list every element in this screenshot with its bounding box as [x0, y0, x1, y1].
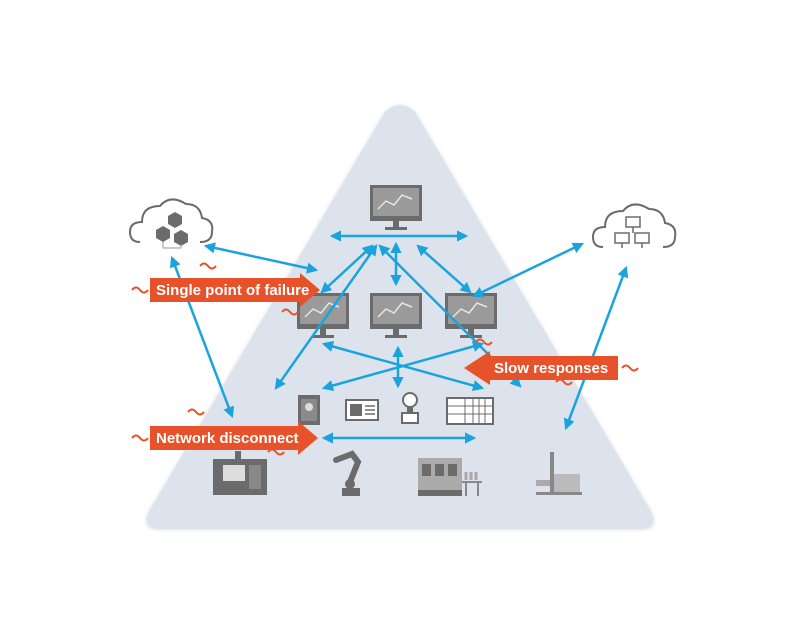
- callout-arrow-shape: [150, 273, 320, 307]
- drive-cabinet-icon: [298, 395, 320, 425]
- callout-single-point-of-failure: Single point of failure: [150, 273, 320, 307]
- disruption-squiggle-icon: [267, 448, 285, 456]
- disruption-squiggle-icon: [281, 308, 299, 316]
- connection-arrows: [169, 230, 629, 444]
- disruption-squiggle-icon: [199, 262, 217, 270]
- disruption-squiggle-icon: [555, 378, 573, 386]
- callout-slow-responses: Slow responses: [464, 351, 618, 385]
- robot-arm-icon: [333, 450, 362, 496]
- callout-label: Network disconnect: [156, 430, 299, 447]
- disruption-squiggle-icon: [187, 408, 205, 416]
- disruption-squiggle-icon: [475, 338, 493, 346]
- callout-label: Single point of failure: [156, 282, 309, 299]
- callout-network-disconnect: Network disconnect: [150, 421, 318, 455]
- disruption-squiggle-icon: [131, 434, 149, 442]
- connection-arrow: [274, 244, 378, 390]
- connection-arrow: [563, 265, 629, 431]
- panel-display-icon: [345, 399, 379, 421]
- plc-rack-icon: [446, 397, 494, 425]
- flow-meter-icon: [401, 392, 419, 424]
- packaging-line-icon: [418, 458, 482, 496]
- disruption-squiggle-icon: [131, 286, 149, 294]
- press-machine-icon: [536, 452, 582, 495]
- cloud-computers-icon: [591, 203, 677, 248]
- connection-arrow: [203, 242, 319, 274]
- analytics-monitor-icon: [370, 185, 422, 230]
- callout-label: Slow responses: [494, 360, 608, 377]
- callout-arrow-shape: [150, 421, 318, 455]
- callout-arrow-shape: [464, 351, 618, 385]
- cnc-machine-icon: [213, 451, 267, 495]
- cloud-cubes-icon: [128, 198, 214, 249]
- disruption-squiggle-icon: [621, 364, 639, 372]
- connection-arrow: [471, 242, 585, 298]
